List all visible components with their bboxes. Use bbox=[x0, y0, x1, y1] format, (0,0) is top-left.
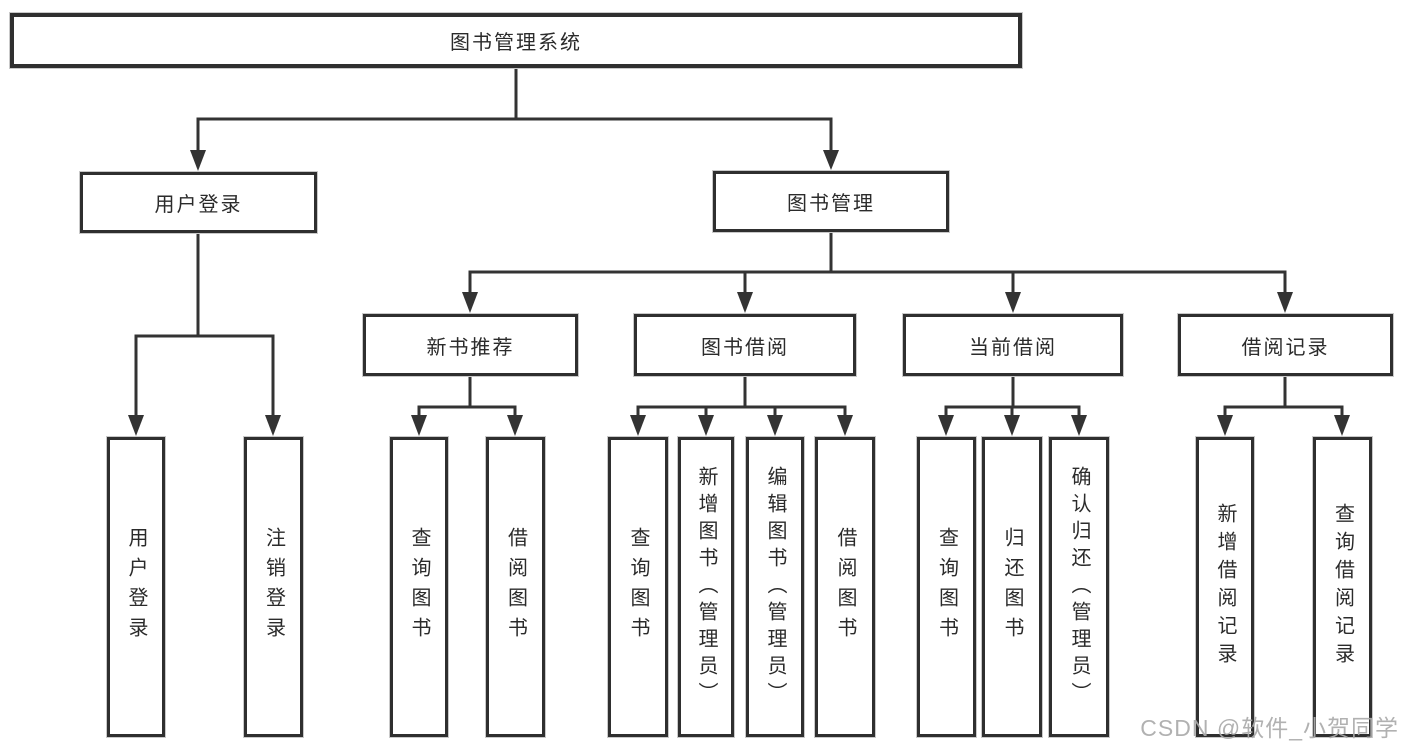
node-label: 借阅图书 bbox=[834, 527, 856, 647]
node-label: 用户登录 bbox=[154, 194, 243, 216]
node-label: 新增借阅记录 bbox=[1214, 503, 1236, 671]
node-label: 图书借阅 bbox=[701, 336, 789, 359]
csdn-watermark: CSDN @软件_小贺同学 bbox=[1140, 715, 1399, 741]
connector-book-borrow-split bbox=[630, 376, 853, 436]
connector-user-login-split bbox=[128, 233, 281, 436]
node-label: 查询借阅记录 bbox=[1331, 503, 1354, 671]
node-label: 新增图书（管理员） bbox=[695, 465, 717, 709]
node-label: 查询图书 bbox=[408, 527, 430, 647]
node-label: 编辑图书（管理员） bbox=[764, 465, 786, 709]
node-label: 用户登录 bbox=[125, 527, 147, 647]
node-new-book-recommend: 新书推荐 bbox=[363, 314, 578, 376]
connector-root-split bbox=[190, 68, 839, 171]
leaf-query-books-borrow: 查询图书 bbox=[608, 437, 668, 737]
connector-borrow-records-split bbox=[1217, 376, 1350, 436]
node-label: 新书推荐 bbox=[426, 336, 515, 359]
leaf-add-borrow-record: 新增借阅记录 bbox=[1196, 437, 1254, 737]
leaf-logout: 注销登录 bbox=[244, 437, 303, 737]
node-label: 借阅记录 bbox=[1241, 336, 1330, 359]
leaf-confirm-return-admin: 确认归还（管理员） bbox=[1049, 437, 1109, 737]
connector-book-mgmt-split bbox=[462, 232, 1293, 313]
node-label: 图书管理系统 bbox=[450, 32, 582, 54]
leaf-query-borrow-record: 查询借阅记录 bbox=[1313, 437, 1372, 737]
node-user-login: 用户登录 bbox=[80, 172, 317, 233]
node-label: 归还图书 bbox=[1001, 527, 1023, 647]
leaf-borrow-books-recommend: 借阅图书 bbox=[486, 437, 545, 737]
node-label: 借阅图书 bbox=[504, 527, 527, 647]
node-book-management: 图书管理 bbox=[713, 171, 949, 232]
connector-current-borrow-split bbox=[938, 376, 1087, 436]
leaf-add-book-admin: 新增图书（管理员） bbox=[678, 437, 734, 737]
leaf-query-books-current: 查询图书 bbox=[917, 437, 976, 737]
node-label: 图书管理 bbox=[787, 193, 875, 215]
connector-new-book-split bbox=[411, 376, 523, 436]
node-current-borrow: 当前借阅 bbox=[903, 314, 1123, 376]
node-label: 当前借阅 bbox=[969, 336, 1057, 359]
leaf-user-login: 用户登录 bbox=[107, 437, 165, 737]
node-label: 确认归还（管理员） bbox=[1068, 465, 1090, 709]
leaf-return-book: 归还图书 bbox=[982, 437, 1042, 737]
leaf-borrow-books: 借阅图书 bbox=[815, 437, 875, 737]
node-label: 注销登录 bbox=[262, 527, 285, 647]
node-system-root: 图书管理系统 bbox=[10, 13, 1022, 68]
node-borrow-records: 借阅记录 bbox=[1178, 314, 1393, 376]
leaf-edit-book-admin: 编辑图书（管理员） bbox=[746, 437, 804, 737]
node-label: 查询图书 bbox=[935, 527, 958, 647]
leaf-query-books-recommend: 查询图书 bbox=[390, 437, 448, 737]
node-label: 查询图书 bbox=[627, 527, 649, 647]
node-book-borrow: 图书借阅 bbox=[634, 314, 856, 376]
